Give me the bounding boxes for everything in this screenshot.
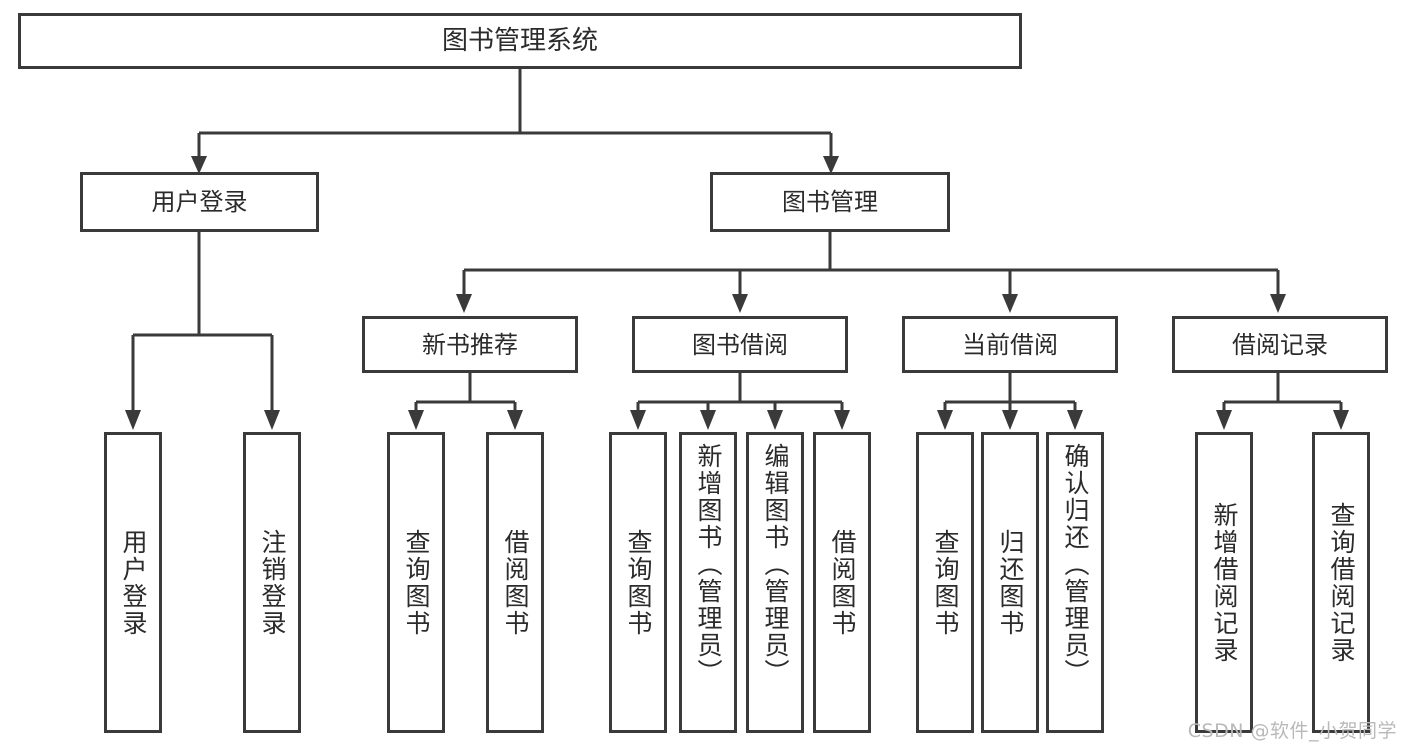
leaf-borrow-book-1-label: 借阅图书 [501,528,530,637]
node-user-login-label: 用户登录 [151,188,248,216]
leaf-query-record-label: 查询借阅记录 [1327,501,1356,664]
edge-currentborrow-to-leaves [937,373,1083,430]
leaf-edit-book[interactable]: 编辑图书（管理员） [746,432,804,733]
leaf-query-book-2-label: 查询图书 [624,528,653,637]
node-borrow-record-label: 借阅记录 [1232,330,1328,359]
node-root[interactable]: 图书管理系统 [18,13,1022,69]
node-borrow-record[interactable]: 借阅记录 [1172,316,1388,373]
leaf-query-book-3[interactable]: 查询图书 [916,432,974,733]
leaf-add-book-label: 新增图书（管理员） [694,443,723,686]
node-current-borrow[interactable]: 当前借阅 [902,316,1118,373]
node-book-management[interactable]: 图书管理 [710,172,950,232]
leaf-query-book-3-label: 查询图书 [931,528,960,637]
edge-newbook-to-leaves [408,373,523,430]
leaf-user-login-label: 用户登录 [119,528,148,637]
leaf-query-book-1[interactable]: 查询图书 [387,432,445,733]
node-book-borrow[interactable]: 图书借阅 [632,316,848,373]
node-current-borrow-label: 当前借阅 [962,330,1058,359]
leaf-return-book[interactable]: 归还图书 [981,432,1039,733]
leaf-add-record[interactable]: 新增借阅记录 [1195,432,1253,733]
leaf-query-record[interactable]: 查询借阅记录 [1312,432,1370,733]
leaf-user-login[interactable]: 用户登录 [104,432,162,733]
edge-borrowrecord-to-leaves [1216,373,1349,430]
leaf-borrow-book-2-label: 借阅图书 [828,528,857,637]
csdn-watermark: CSDN @软件_小贺同学 [1187,720,1397,742]
node-root-label: 图书管理系统 [441,26,598,56]
leaf-confirm-return[interactable]: 确认归还（管理员） [1046,432,1104,733]
leaf-borrow-book-2[interactable]: 借阅图书 [813,432,871,733]
edge-bookmgmt-to-level2 [456,232,1286,313]
leaf-user-logout[interactable]: 注销登录 [243,432,301,733]
edge-root-to-level1 [191,69,839,174]
leaf-query-book-1-label: 查询图书 [402,528,431,637]
node-book-borrow-label: 图书借阅 [692,330,788,359]
node-book-management-label: 图书管理 [782,188,878,216]
edge-bookborrow-to-leaves [630,373,850,430]
leaf-user-logout-label: 注销登录 [258,528,287,637]
leaf-add-record-label: 新增借阅记录 [1210,501,1239,664]
edge-userlogin-to-leaves [125,232,280,430]
leaf-confirm-return-label: 确认归还（管理员） [1061,443,1090,686]
node-new-book-recommend[interactable]: 新书推荐 [362,316,578,373]
leaf-borrow-book-1[interactable]: 借阅图书 [486,432,544,733]
leaf-edit-book-label: 编辑图书（管理员） [761,443,790,686]
node-user-login[interactable]: 用户登录 [80,172,319,232]
leaf-add-book[interactable]: 新增图书（管理员） [679,432,737,733]
node-new-book-recommend-label: 新书推荐 [422,330,518,359]
leaf-return-book-label: 归还图书 [996,528,1025,637]
leaf-query-book-2[interactable]: 查询图书 [609,432,667,733]
